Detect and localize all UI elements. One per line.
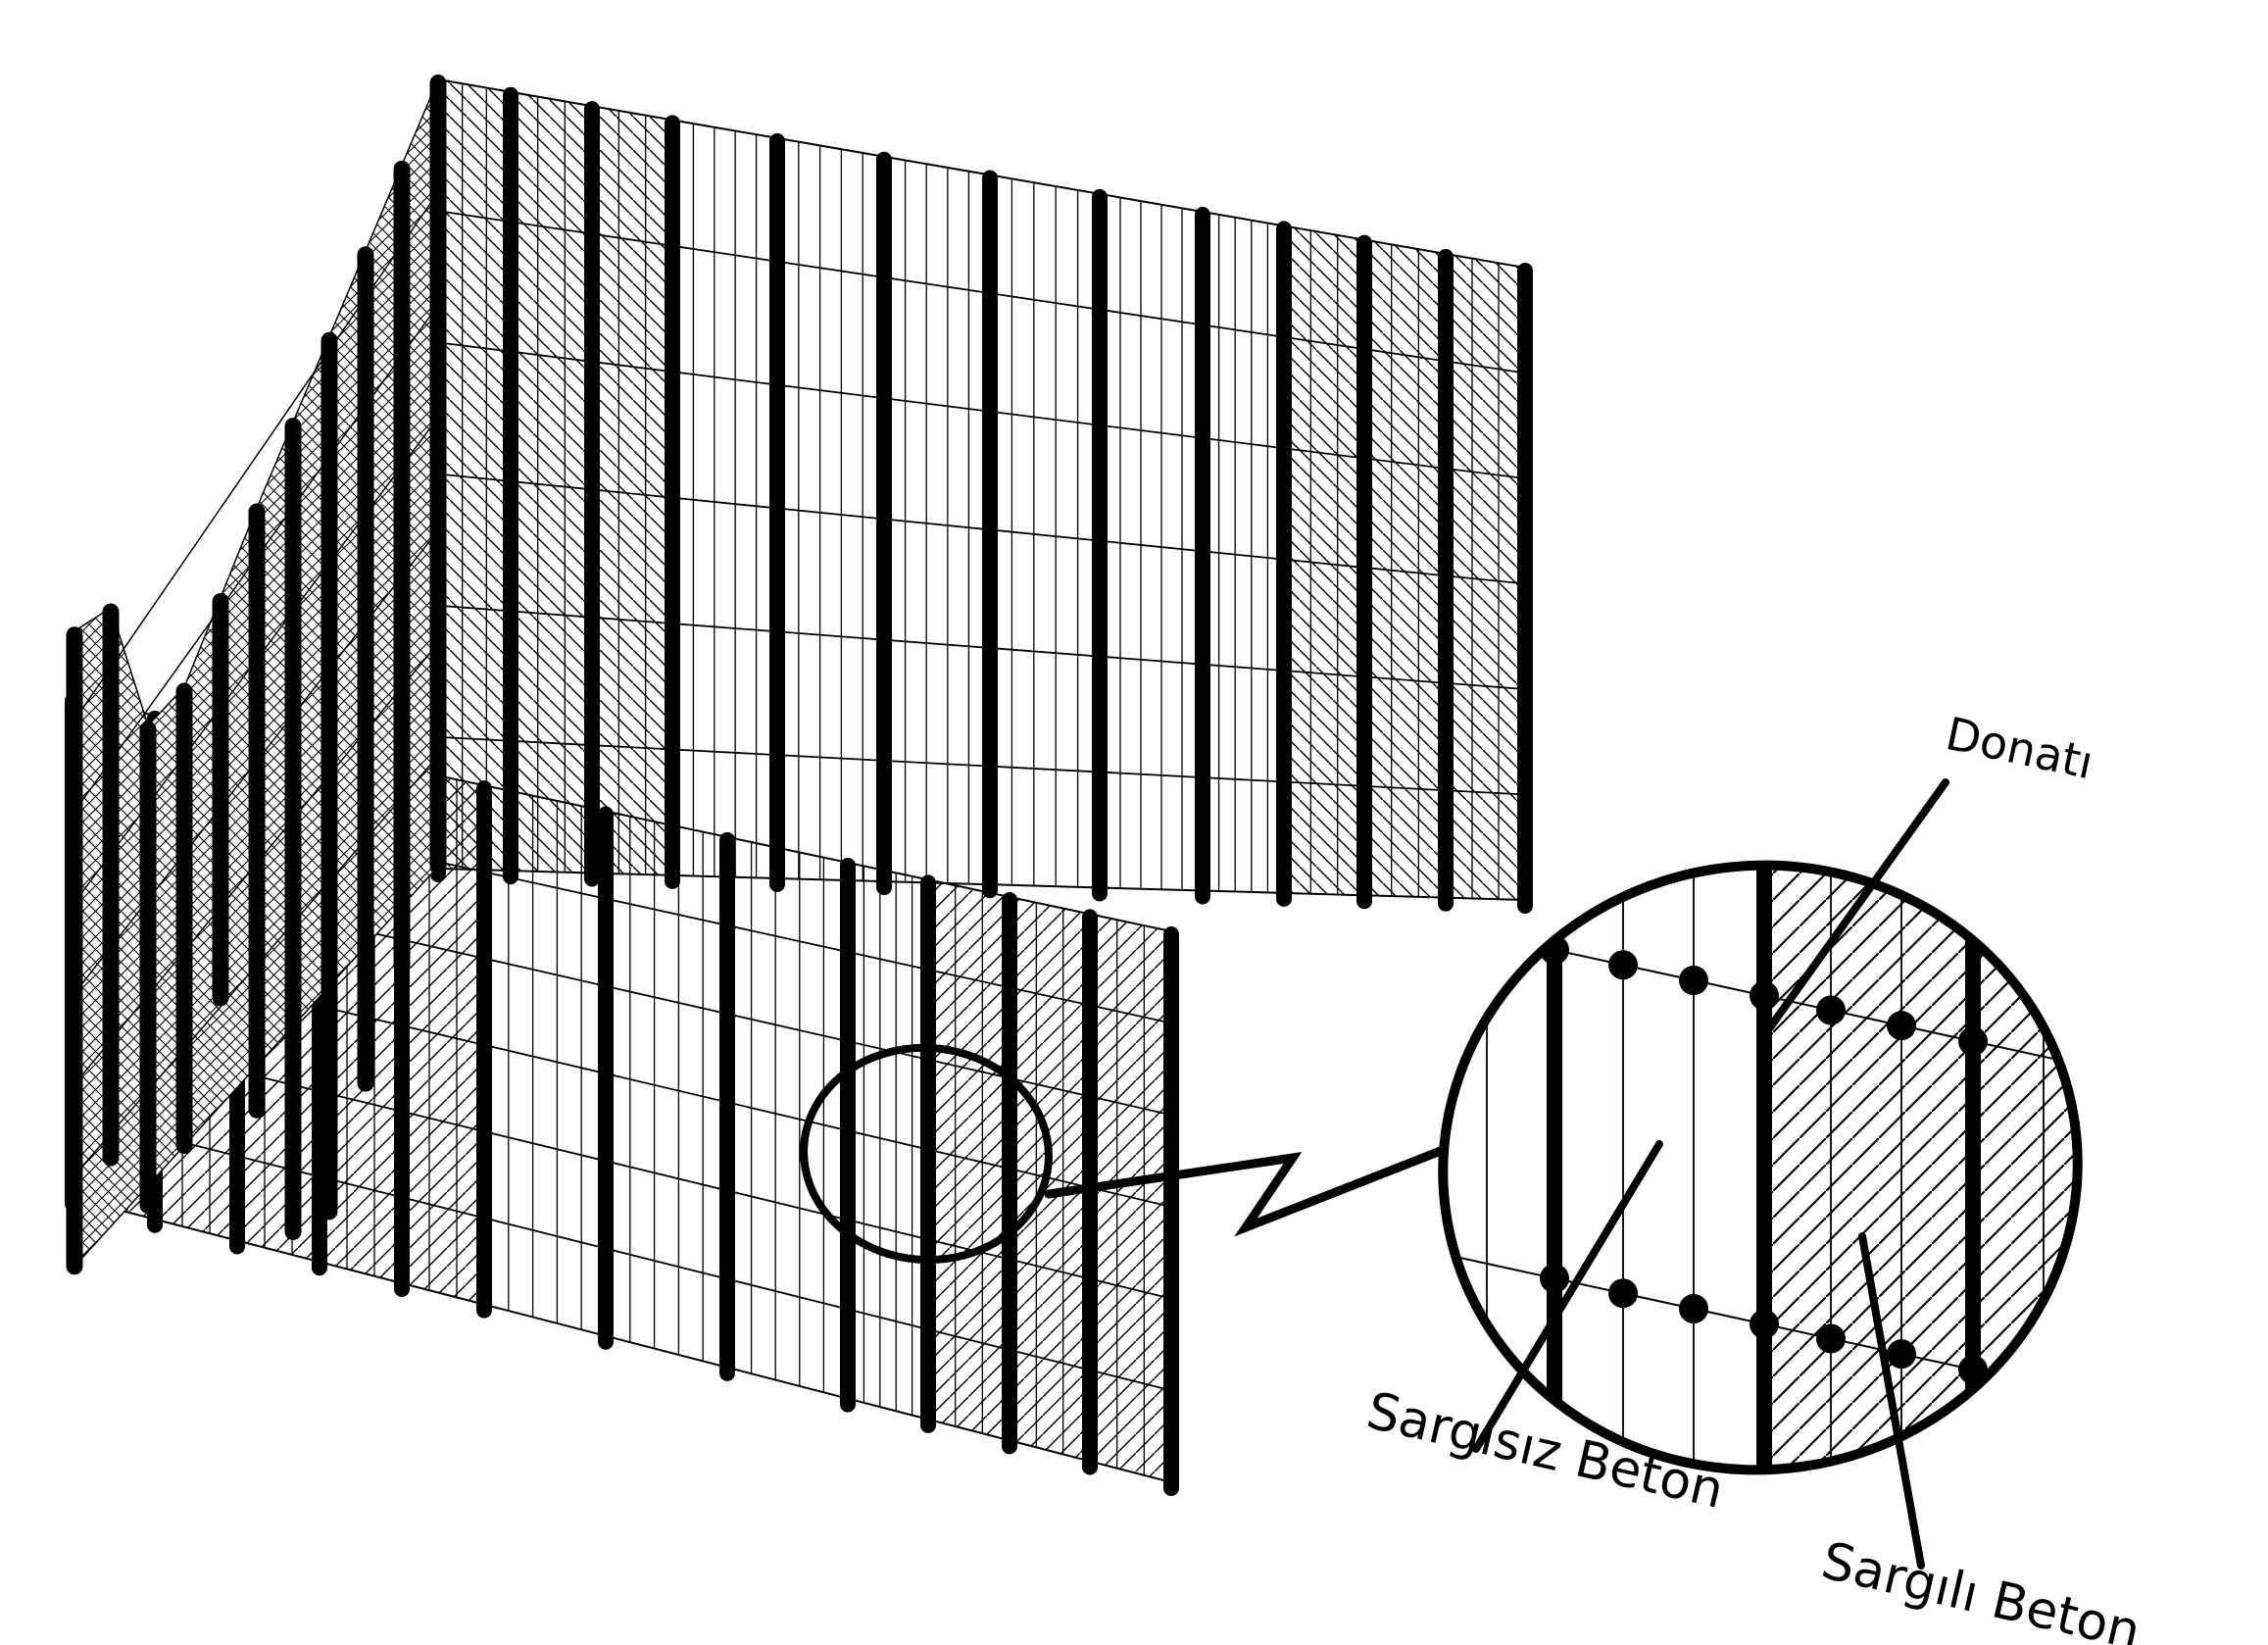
sargisiz-leader-line bbox=[1472, 1140, 1663, 1453]
sargili-leader-line bbox=[1858, 1232, 1925, 1570]
donati-leader-line bbox=[1766, 778, 1949, 1031]
detail-source-ellipse bbox=[800, 1043, 1053, 1265]
left-flange-wall bbox=[66, 75, 447, 1275]
label-sargili-beton: Sargılı Beton bbox=[1816, 1531, 2145, 1645]
label-donati: Donatı bbox=[1942, 707, 2098, 789]
zigzag-leader-line bbox=[1044, 1142, 1455, 1237]
back-wall-web bbox=[430, 75, 1533, 914]
detail-cross-section bbox=[1438, 856, 2097, 1479]
